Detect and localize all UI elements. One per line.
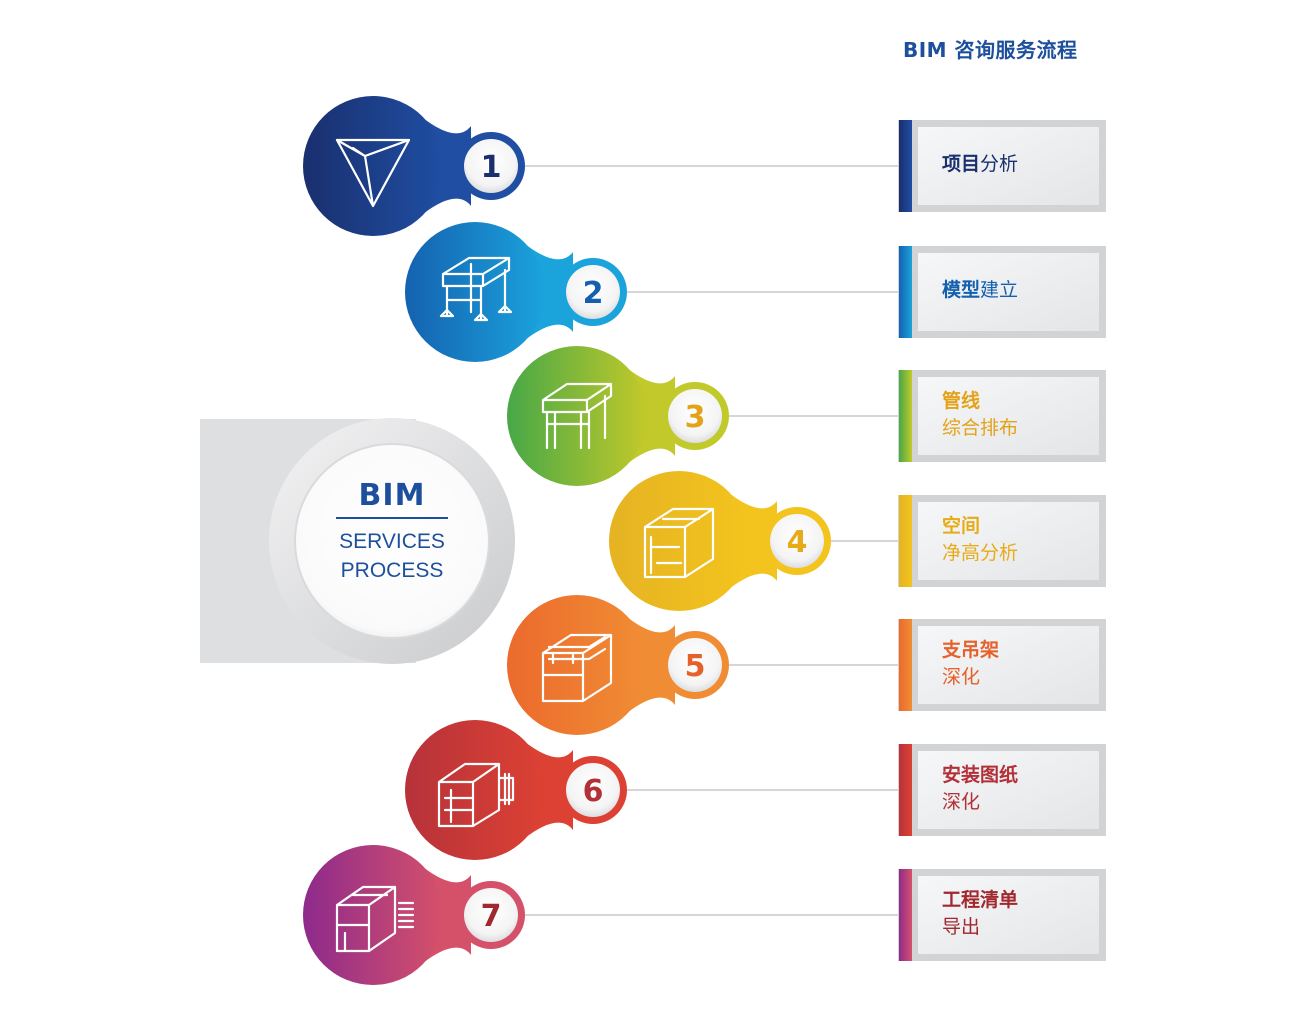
step-7-card-accent [899,869,912,961]
step-6-card-accent [899,744,912,836]
step-2-number: 2 [583,276,604,311]
step-7-number-face [464,888,518,942]
step-6-number-face [566,763,620,817]
step-7-bubble: 7 [303,845,525,985]
step-5-label-bold: 支吊架 [942,639,1000,661]
triangle-prism-icon [335,138,411,208]
step-3-number: 3 [685,400,706,435]
step-bubbles: 1 2 3 4 5 6 7 [303,96,831,985]
step-3-card [898,370,1106,462]
step-1-card-face [918,127,1099,205]
hub-label: BIM SERVICES PROCESS [292,478,492,585]
step-6-card-face [918,751,1099,829]
step-5-label-rest: 深化 [942,666,981,688]
step-7-label-rest: 导出 [942,916,981,938]
step-1-circle [303,96,443,236]
step-4-card-accent [899,495,912,587]
step-1-label-rest: 分析 [980,153,1019,175]
step-4-circle [609,471,749,611]
step-5-label: 支吊架深化 [942,637,1092,691]
step-2-card-accent [899,246,912,338]
step-4-label-rest: 净高分析 [942,542,1019,564]
duct-box-icon [437,762,515,828]
step-2-label: 模型建立 [942,277,1092,304]
equipment-box-icon [335,885,415,953]
step-7-label-bold: 工程清单 [942,889,1019,911]
step-2-card-face [918,253,1099,331]
step-7-number: 7 [481,899,502,934]
step-4-card [898,495,1106,587]
step-3-number-face [668,389,722,443]
step-2-label-bold: 模型 [942,279,981,301]
step-5-card-accent [899,619,912,711]
step-5-card [898,619,1106,711]
step-6-circle [405,720,545,860]
step-1-card [898,120,1106,212]
step-4-card-face [918,502,1099,580]
step-5-number-face [668,638,722,692]
hanger-box-icon [541,633,613,703]
step-3-label: 管线综合排布 [942,388,1092,442]
step-3-bubble: 3 [507,346,729,486]
step-3-label-bold: 管线 [942,390,981,412]
page-title: BIM 咨询服务流程 [903,38,1078,62]
step-2-number-face [566,265,620,319]
step-6-label: 安装图纸深化 [942,762,1092,816]
step-2-circle [405,222,545,362]
hub-inner-circle [294,443,490,639]
step-1-number: 1 [481,150,502,185]
connectors [525,165,898,916]
hub-subtitle-line-2: PROCESS [340,559,444,582]
step-6-number: 6 [583,774,604,809]
step-4-number-face [770,514,824,568]
room-box-icon [643,507,715,579]
step-7-circle [303,845,443,985]
step-2-card [898,246,1106,338]
step-5-circle [507,595,647,735]
step-6-bubble: 6 [405,720,627,860]
step-3-card-accent [899,370,912,462]
step-6-label-bold: 安装图纸 [942,764,1019,786]
step-3-card-face [918,377,1099,455]
step-4-number: 4 [787,525,808,560]
step-6-label-rest: 深化 [942,791,981,813]
step-4-bubble: 4 [609,471,831,611]
step-1-label: 项目分析 [942,151,1092,178]
step-5-bubble: 5 [507,595,729,735]
step-3-circle [507,346,647,486]
step-1-label-bold: 项目 [942,153,981,175]
step-7-label: 工程清单导出 [942,887,1092,941]
step-3-label-rest: 综合排布 [942,417,1019,439]
step-1-card-accent [899,120,912,212]
step-7-card-face [918,876,1099,954]
frame-structure-icon [439,256,513,322]
step-cards [898,120,1106,961]
step-2-bubble: 2 [405,222,627,362]
hub-divider [336,517,448,519]
step-2-label-rest: 建立 [980,279,1019,301]
step-5-card-face [918,626,1099,704]
hub-subtitle-line-1: SERVICES [339,530,445,553]
step-5-number: 5 [685,649,706,684]
step-6-card [898,744,1106,836]
step-4-label: 空间净高分析 [942,513,1092,567]
step-7-card [898,869,1106,961]
step-1-bubble: 1 [303,96,525,236]
pipe-frame-icon [541,382,613,450]
step-4-label-bold: 空间 [942,515,981,537]
hub-title: BIM [358,478,426,513]
step-1-number-face [464,139,518,193]
